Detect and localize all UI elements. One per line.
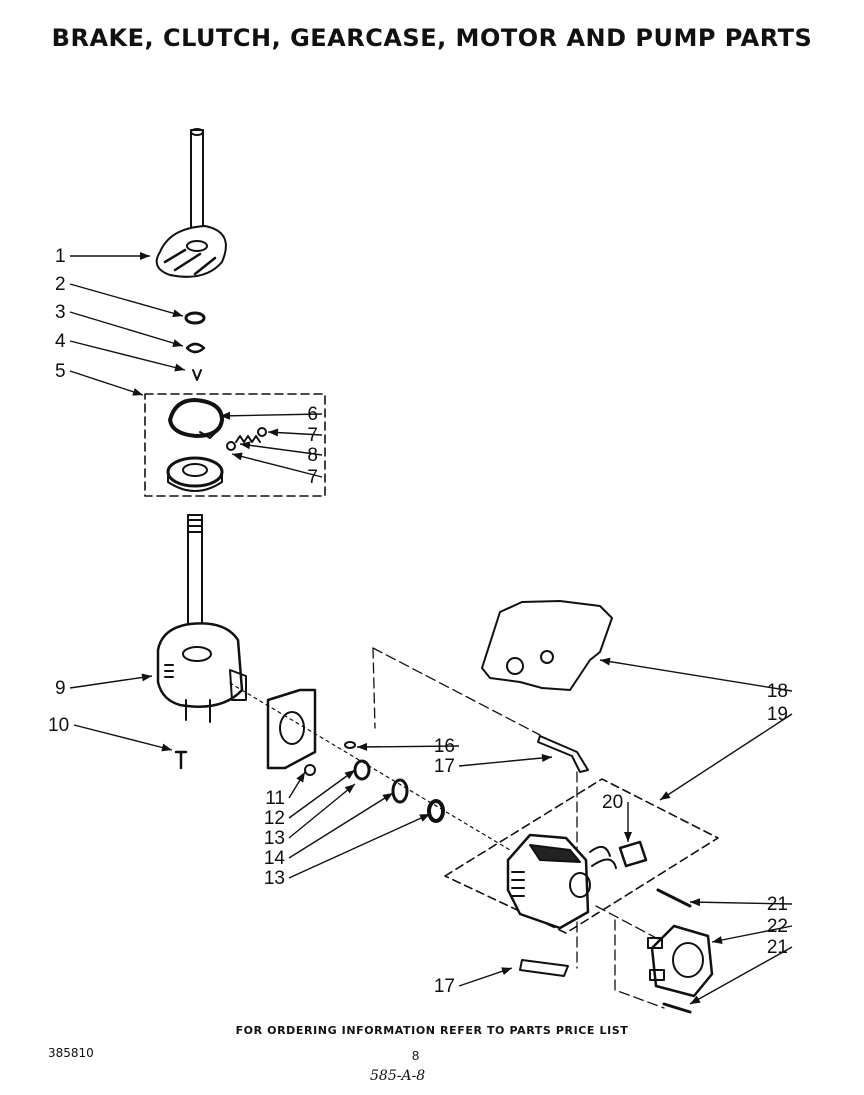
leader-line-13 (288, 783, 356, 839)
page-number: 8 (412, 1048, 420, 1063)
leader-arrow-14 (382, 793, 393, 802)
leader-arrow-16 (357, 742, 368, 751)
leader-line-16 (356, 745, 460, 748)
part-22-pump (595, 905, 714, 1009)
part-2-washer (184, 311, 206, 325)
leader-line-3 (69, 311, 184, 347)
part-17-strap-lower (519, 959, 569, 977)
part-3-retainer (185, 342, 206, 354)
leader-line-5 (69, 370, 144, 396)
leader-arrow-13 (419, 814, 430, 822)
callout-10: 10 (48, 715, 69, 736)
motor-axis-line (229, 682, 511, 851)
callout-5: 5 (55, 361, 66, 382)
callout-7: 7 (307, 425, 318, 446)
leader-arrow-11 (296, 772, 305, 783)
leader-arrow-6 (220, 411, 231, 420)
leader-arrow-22 (712, 936, 723, 944)
part-14-coupler-disc (391, 778, 409, 804)
leader-arrow-13 (344, 784, 355, 794)
leader-arrow-17 (501, 967, 512, 976)
leader-line-13 (288, 813, 431, 879)
callout-19: 19 (767, 704, 788, 725)
leader-line-10 (73, 724, 173, 751)
callout-18: 18 (767, 681, 788, 702)
callout-4: 4 (55, 331, 66, 352)
callout-20: 20 (602, 792, 623, 813)
leader-line-8 (239, 443, 323, 456)
handwritten-code: 585-A-8 (370, 1068, 426, 1084)
part-7-8-spring (226, 427, 267, 451)
part-18-insulation-pad (481, 600, 613, 691)
leader-arrow-9 (141, 673, 152, 682)
part-12-coupler (353, 759, 371, 781)
callout-6: 6 (307, 404, 318, 425)
leader-line-9 (69, 675, 153, 689)
callout-8: 8 (307, 445, 318, 466)
leader-arrow-8 (240, 441, 251, 450)
leader-arrow-2 (172, 309, 183, 318)
motor (506, 833, 617, 930)
leader-arrow-19 (660, 791, 671, 800)
callout-7: 7 (307, 467, 318, 488)
callout-17: 17 (434, 976, 455, 997)
part-21-clip-upper (656, 888, 692, 908)
leader-arrow-5 (132, 388, 143, 396)
leader-line-2 (69, 283, 184, 317)
leader-arrow-1 (140, 252, 150, 260)
part-1-shaft-cam (155, 128, 227, 278)
leader-line-14 (288, 792, 394, 859)
leader-arrow-4 (174, 363, 185, 372)
leader-line-12 (288, 769, 356, 819)
callout-11: 11 (265, 788, 285, 809)
part-9-gearcase (156, 514, 247, 723)
leader-line-21 (689, 946, 793, 1005)
callout-13: 13 (264, 868, 285, 889)
part-10-screw (174, 750, 188, 770)
part-5-brake-kit-box (144, 393, 326, 497)
callout-17: 17 (434, 756, 455, 777)
part-6-brake-band (168, 398, 224, 439)
leader-arrow-18 (600, 657, 611, 666)
leader-arrow-3 (172, 339, 183, 347)
leader-line-18 (599, 659, 793, 692)
leader-line-4 (69, 340, 186, 371)
document-number: 385810 (48, 1046, 94, 1060)
part-20-switch (618, 840, 648, 868)
leader-line-21 (689, 901, 793, 905)
leader-line-17 (458, 756, 553, 767)
part-13-coupler (427, 799, 445, 823)
callout-16: 16 (434, 736, 455, 757)
callout-21: 21 (767, 937, 788, 958)
part-11-mounting-plate (266, 688, 317, 776)
leader-line-22 (711, 925, 793, 943)
callout-14: 14 (264, 848, 286, 869)
leader-arrow-7 (232, 452, 243, 461)
callout-12: 12 (264, 808, 285, 829)
leader-line-6 (219, 413, 323, 417)
callout-3: 3 (55, 302, 66, 323)
leader-arrow-10 (161, 743, 172, 752)
ordering-info-note: FOR ORDERING INFORMATION REFER TO PARTS … (235, 1024, 629, 1037)
leader-arrow-12 (344, 770, 355, 780)
leader-line-19 (659, 713, 793, 801)
leader-arrow-17 (541, 753, 552, 762)
callout-13: 13 (264, 828, 285, 849)
leader-arrow-20 (624, 832, 632, 842)
leader-arrow-7 (268, 428, 279, 437)
callout-22: 22 (767, 916, 788, 937)
brake-drum (166, 456, 224, 492)
callout-21: 21 (767, 894, 788, 915)
leader-arrow-21 (690, 898, 701, 907)
part-4-clip (192, 369, 202, 381)
page-title: BRAKE, CLUTCH, GEARCASE, MOTOR AND PUMP … (51, 24, 813, 52)
callout-2: 2 (55, 274, 66, 295)
leader-arrow-21 (690, 995, 701, 1004)
leader-line-7 (231, 453, 323, 478)
part-16-screw (344, 741, 356, 749)
callout-9: 9 (55, 678, 66, 699)
part-21-clip-lower (662, 1002, 692, 1014)
callout-1: 1 (55, 246, 66, 267)
